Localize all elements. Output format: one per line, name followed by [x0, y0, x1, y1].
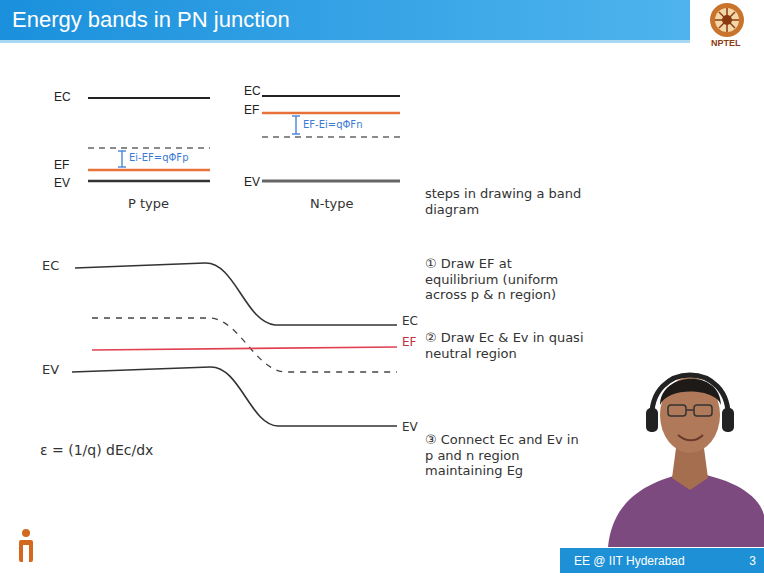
nptel-icon	[19, 529, 33, 562]
band-label: EF	[244, 103, 259, 117]
footer-band: EE @ IIT Hyderabad 3	[560, 548, 764, 573]
slide-number: 3	[749, 554, 756, 568]
presenter-figure	[608, 375, 764, 547]
region-caption: P type	[128, 196, 169, 212]
field-formula: ε = (1/q) dEc/dx	[40, 442, 153, 459]
n-type-bands	[262, 96, 400, 181]
step-note: steps in drawing a band diagram	[425, 186, 585, 217]
nptel-emblem	[710, 3, 744, 37]
step-note: ③ Connect Ec and Ev in p and n region ma…	[425, 432, 585, 479]
band-label: EV	[54, 176, 70, 190]
logo-text: NPTEL	[711, 38, 741, 49]
step-note: ① Draw EF at equilibrium (uniform across…	[425, 256, 585, 303]
title-bar	[0, 0, 690, 40]
band-label: EV	[42, 362, 59, 378]
dimension-label: Ei-EF=qΦFp	[129, 152, 188, 164]
band-label: EF	[54, 158, 69, 172]
band-label: EC	[42, 258, 59, 274]
step-note: ② Draw Ec & Ev in quasi neutral region	[425, 330, 585, 361]
band-label: EC	[54, 90, 71, 104]
junction-bands	[72, 263, 397, 426]
band-label: EC	[244, 84, 261, 98]
title-bar-rule	[0, 40, 690, 43]
region-caption: N-type	[310, 196, 353, 212]
p-type-bands	[88, 98, 210, 181]
slide-title: Energy bands in PN junction	[12, 7, 290, 33]
dimension-label: EF-Ei=qΦFn	[303, 119, 362, 131]
band-label: EV	[402, 420, 418, 434]
footer-text: EE @ IIT Hyderabad	[574, 554, 685, 568]
band-label: EV	[244, 175, 260, 189]
band-label: EC	[402, 314, 418, 328]
band-label: EF	[402, 335, 416, 349]
